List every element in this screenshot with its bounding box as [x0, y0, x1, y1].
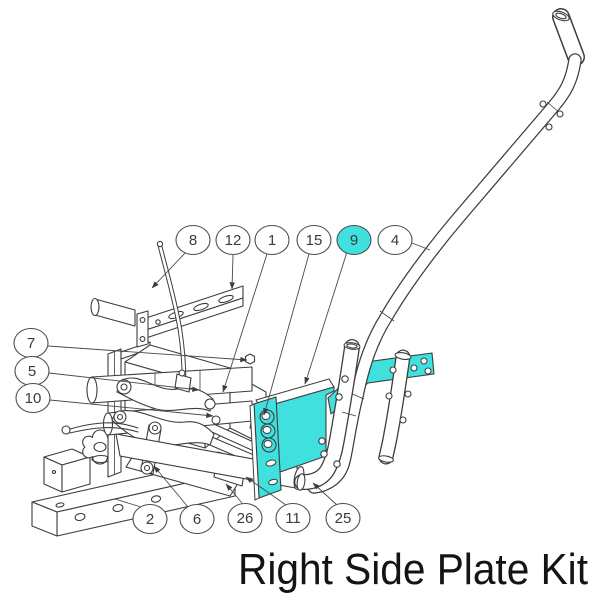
- svg-text:4: 4: [391, 232, 399, 249]
- callout-12: 12: [215, 224, 251, 256]
- callout-10: 10: [15, 382, 51, 414]
- hitch-block: [43, 448, 91, 493]
- svg-text:11: 11: [285, 510, 301, 527]
- callout-5: 5: [14, 355, 50, 387]
- leader-lines: [47, 242, 431, 508]
- callout-11: 11: [275, 502, 311, 534]
- support-tube-left: [294, 339, 361, 491]
- handle-tube: [307, 8, 585, 494]
- svg-text:10: 10: [25, 390, 42, 407]
- svg-text:8: 8: [189, 232, 197, 249]
- callout-25: 25: [325, 502, 361, 534]
- swing-arm-upper: [116, 377, 216, 412]
- svg-text:12: 12: [225, 232, 242, 249]
- svg-text:26: 26: [237, 510, 254, 527]
- svg-text:1: 1: [268, 232, 276, 249]
- callout-4: 4: [377, 224, 413, 256]
- support-tube-right: [378, 349, 418, 465]
- release-cable: [61, 422, 139, 435]
- side-plate-highlighted: [249, 378, 335, 501]
- callout-26: 26: [227, 502, 263, 534]
- callout-6: 6: [179, 503, 215, 535]
- svg-text:15: 15: [306, 232, 323, 249]
- callout-8: 8: [175, 224, 211, 256]
- svg-text:2: 2: [146, 511, 154, 528]
- svg-text:9: 9: [350, 232, 358, 249]
- swing-arm-lower: [111, 410, 221, 446]
- svg-text:7: 7: [27, 335, 35, 352]
- callout-7: 7: [13, 327, 49, 359]
- callout-2: 2: [132, 503, 168, 535]
- diagram-title: Right Side Plate Kit: [238, 545, 588, 594]
- callout-15: 15: [296, 224, 332, 256]
- callout-9-highlighted: 9: [336, 224, 372, 256]
- svg-text:6: 6: [193, 511, 201, 528]
- channel-bracket: [136, 285, 244, 348]
- svg-text:5: 5: [28, 363, 36, 380]
- callout-1: 1: [254, 224, 290, 256]
- svg-text:25: 25: [335, 510, 352, 527]
